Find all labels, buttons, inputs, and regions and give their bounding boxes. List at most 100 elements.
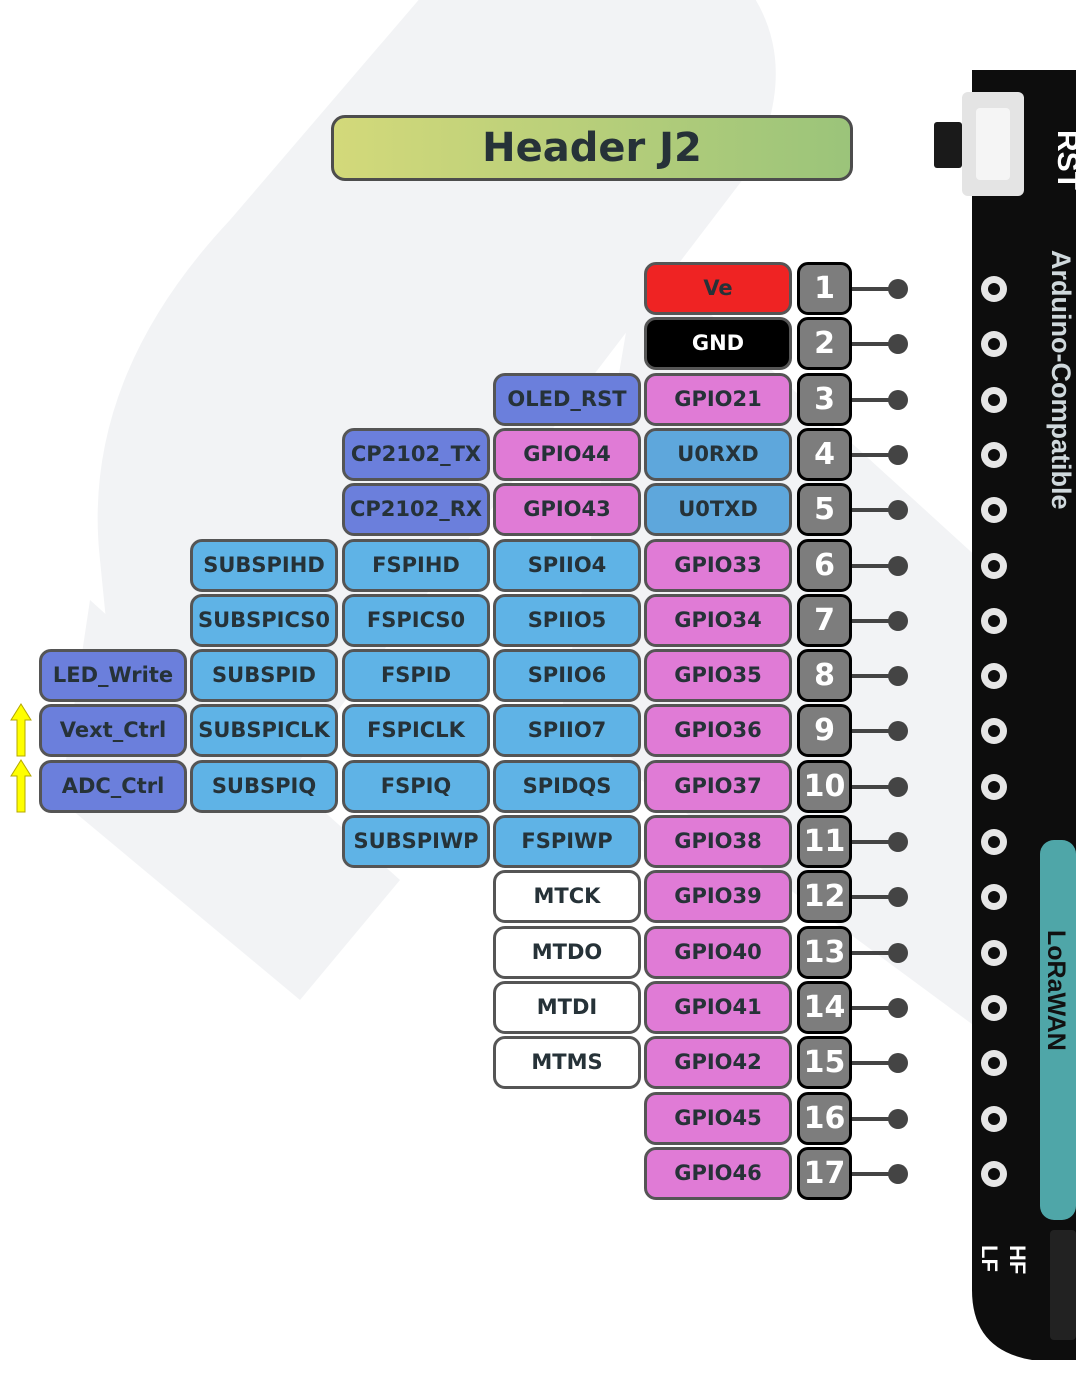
- pin-connector-dot: [888, 998, 908, 1018]
- board-pin-hole-center: [988, 338, 1000, 350]
- pin-5-function-u0txd: U0TXD: [644, 483, 792, 536]
- board-pin-hole-center: [988, 1057, 1000, 1069]
- lora-module: [1040, 840, 1076, 1220]
- pin-connector-line: [852, 1172, 894, 1176]
- pin-7-function-subspics0: SUBSPICS0: [190, 594, 338, 647]
- pin-6-function-gpio33: GPIO33: [644, 539, 792, 592]
- up-arrow-icon: [10, 759, 32, 813]
- pin-10-function-spidqs: SPIDQS: [493, 760, 641, 813]
- pin-connector-dot: [888, 334, 908, 354]
- pin-number-3: 3: [797, 373, 852, 426]
- hf-label: HF: [1005, 1245, 1030, 1274]
- reset-button-cap: [976, 108, 1010, 180]
- pin-number-1: 1: [797, 262, 852, 315]
- pin-6-function-spiio4: SPIIO4: [493, 539, 641, 592]
- pin-9-function-vext-ctrl: Vext_Ctrl: [39, 704, 187, 757]
- board-pin-hole-center: [988, 394, 1000, 406]
- pin-8-function-gpio35: GPIO35: [644, 649, 792, 702]
- pin-10-function-fspiq: FSPIQ: [342, 760, 490, 813]
- pin-connector-dot: [888, 777, 908, 797]
- pin-14-function-gpio41: GPIO41: [644, 981, 792, 1034]
- board-edge: RST Arduino-Compatible LoRaWAN HF LF: [934, 70, 1076, 1360]
- pin-number-2: 2: [797, 317, 852, 370]
- pin-connector-line: [852, 287, 894, 291]
- pin-connector-dot: [888, 721, 908, 741]
- pin-6-function-fspihd: FSPIHD: [342, 539, 490, 592]
- pin-connector-dot: [888, 1053, 908, 1073]
- pin-9-function-subspiclk: SUBSPICLK: [190, 704, 338, 757]
- pin-number-12: 12: [797, 870, 852, 923]
- pin-1-function-ve: Ve: [644, 262, 792, 315]
- pin-12-function-mtck: MTCK: [493, 870, 641, 923]
- pin-15-function-gpio42: GPIO42: [644, 1036, 792, 1089]
- pin-connector-dot: [888, 500, 908, 520]
- pin-number-4: 4: [797, 428, 852, 481]
- pin-connector-line: [852, 785, 894, 789]
- pin-connector-line: [852, 1117, 894, 1121]
- pin-9-function-gpio36: GPIO36: [644, 704, 792, 757]
- pin-connector-line: [852, 564, 894, 568]
- board-pin-hole-center: [988, 449, 1000, 461]
- board-pin-hole-center: [988, 670, 1000, 682]
- up-arrow-icon: [10, 703, 32, 757]
- pin-17-function-gpio46: GPIO46: [644, 1147, 792, 1200]
- pin-11-function-subspiwp: SUBSPIWP: [342, 815, 490, 868]
- lf-label: LF: [977, 1245, 1002, 1272]
- pin-connector-dot: [888, 1109, 908, 1129]
- board-pin-hole-center: [988, 891, 1000, 903]
- board-pin-hole-center: [988, 725, 1000, 737]
- board-pin-hole-center: [988, 1168, 1000, 1180]
- pin-connector-line: [852, 1061, 894, 1065]
- pin-connector-dot: [888, 1164, 908, 1184]
- pin-number-14: 14: [797, 981, 852, 1034]
- pin-number-7: 7: [797, 594, 852, 647]
- pin-5-function-gpio43: GPIO43: [493, 483, 641, 536]
- pin-11-function-fspiwp: FSPIWP: [493, 815, 641, 868]
- pin-connector-line: [852, 840, 894, 844]
- pin-6-function-subspihd: SUBSPIHD: [190, 539, 338, 592]
- pin-number-10: 10: [797, 760, 852, 813]
- pin-number-9: 9: [797, 704, 852, 757]
- pin-7-function-fspics0: FSPICS0: [342, 594, 490, 647]
- pin-16-function-gpio45: GPIO45: [644, 1092, 792, 1145]
- board-pin-hole-center: [988, 781, 1000, 793]
- board-pin-hole-center: [988, 615, 1000, 627]
- pin-8-function-subspid: SUBSPID: [190, 649, 338, 702]
- pin-15-function-mtms: MTMS: [493, 1036, 641, 1089]
- header-title: Header J2: [331, 115, 853, 181]
- pin-connector-line: [852, 895, 894, 899]
- pin-number-11: 11: [797, 815, 852, 868]
- pin-connector-dot: [888, 832, 908, 852]
- pin-connector-line: [852, 619, 894, 623]
- pin-9-function-spiio7: SPIIO7: [493, 704, 641, 757]
- board-pin-hole-center: [988, 1113, 1000, 1125]
- pin-connector-dot: [888, 279, 908, 299]
- pin-8-function-spiio6: SPIIO6: [493, 649, 641, 702]
- pin-number-5: 5: [797, 483, 852, 536]
- pin-7-function-spiio5: SPIIO5: [493, 594, 641, 647]
- pin-12-function-gpio39: GPIO39: [644, 870, 792, 923]
- pin-number-15: 15: [797, 1036, 852, 1089]
- pin-connector-dot: [888, 556, 908, 576]
- pin-8-function-led-write: LED_Write: [39, 649, 187, 702]
- pin-connector-dot: [888, 666, 908, 686]
- pin-9-function-fspiclk: FSPICLK: [342, 704, 490, 757]
- pin-connector-dot: [888, 390, 908, 410]
- pin-14-function-mtdi: MTDI: [493, 981, 641, 1034]
- pin-4-function-u0rxd: U0RXD: [644, 428, 792, 481]
- lora-label: LoRaWAN: [1042, 930, 1070, 1051]
- pin-connector-line: [852, 1006, 894, 1010]
- pin-number-6: 6: [797, 539, 852, 592]
- pin-connector-dot: [888, 445, 908, 465]
- pin-connector-line: [852, 508, 894, 512]
- pin-connector-line: [852, 453, 894, 457]
- pin-number-8: 8: [797, 649, 852, 702]
- pin-13-function-mtdo: MTDO: [493, 926, 641, 979]
- board-pin-hole-center: [988, 1002, 1000, 1014]
- pin-4-function-cp2102-tx: CP2102_TX: [342, 428, 490, 481]
- pin-2-function-gnd: GND: [644, 317, 792, 370]
- board-pin-hole-center: [988, 283, 1000, 295]
- pin-connector-line: [852, 342, 894, 346]
- pin-11-function-gpio38: GPIO38: [644, 815, 792, 868]
- pin-7-function-gpio34: GPIO34: [644, 594, 792, 647]
